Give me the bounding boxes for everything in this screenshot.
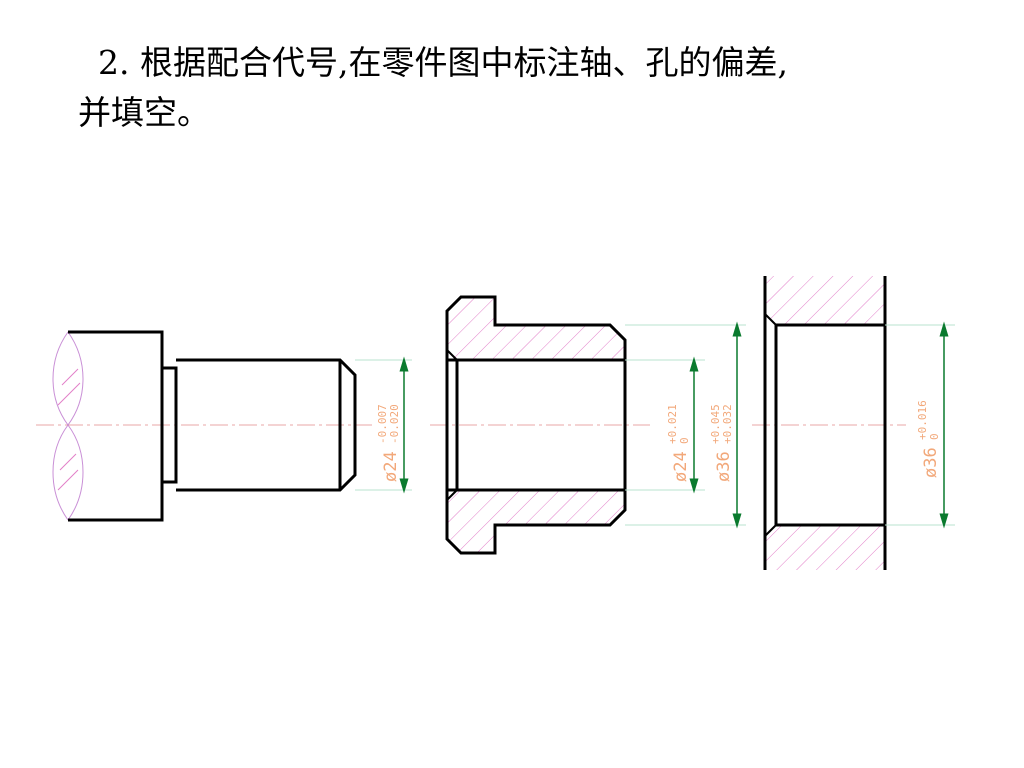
bush-outline (445, 295, 627, 555)
shaft-diameter-text: ø24 (381, 451, 401, 482)
bush-chamfer-bottom (446, 489, 458, 501)
break-hatch (57, 368, 81, 491)
housing: ø36 +0.016 0 (763, 276, 955, 570)
bush-bottom-section (447, 490, 625, 553)
bush-inner-dimension-label: ø24 +0.021 0 (666, 404, 691, 482)
shaft-journal-outline (176, 358, 357, 492)
bush-inner-lower-dev: 0 (678, 437, 691, 444)
housing-diameter-text: ø36 (921, 447, 941, 478)
bush-outer-lower-dev: +0.032 (721, 404, 734, 444)
shaft-lower-dev: -0.020 (388, 404, 401, 444)
bush-inner-diameter-text: ø24 (671, 451, 691, 482)
shaft-body-outline (68, 330, 164, 522)
housing-chamfer-bottom (764, 524, 777, 537)
housing-lower-dev: 0 (928, 433, 941, 440)
shaft-dimension-label: ø24 -0.007 -0.020 (376, 404, 401, 482)
bush-outer-diameter-text: ø36 (714, 451, 734, 482)
shaft-undercut (160, 366, 178, 484)
bush-outer-dimension-label: ø36 +0.045 +0.032 (709, 404, 734, 482)
bush-inner-upper-dev: +0.021 (666, 404, 679, 444)
break-line-2 (52, 331, 84, 521)
housing-chamfer-top (764, 313, 777, 326)
bush-outer-upper-dev: +0.045 (709, 404, 722, 444)
bush-top-section (447, 297, 625, 360)
shaft-upper-dev: -0.007 (376, 404, 389, 444)
shaft: ø24 -0.007 -0.020 (52, 330, 412, 522)
housing-dimension-label: ø36 +0.016 0 (916, 400, 941, 478)
title-line-2: 并填空。 (78, 93, 210, 132)
bush-chamfer-top (446, 349, 458, 361)
bush: ø24 +0.021 0 ø36 +0.045 +0.032 (445, 295, 746, 555)
title-line-1: 2. 根据配合代号,在零件图中标注轴、孔的偏差, (98, 43, 788, 82)
exercise-title: 2. 根据配合代号,在零件图中标注轴、孔的偏差, 并填空。 (78, 38, 978, 138)
housing-bottom-section (765, 525, 885, 570)
break-line (52, 331, 84, 521)
housing-upper-dev: +0.016 (916, 400, 929, 440)
housing-top-section (765, 276, 885, 325)
